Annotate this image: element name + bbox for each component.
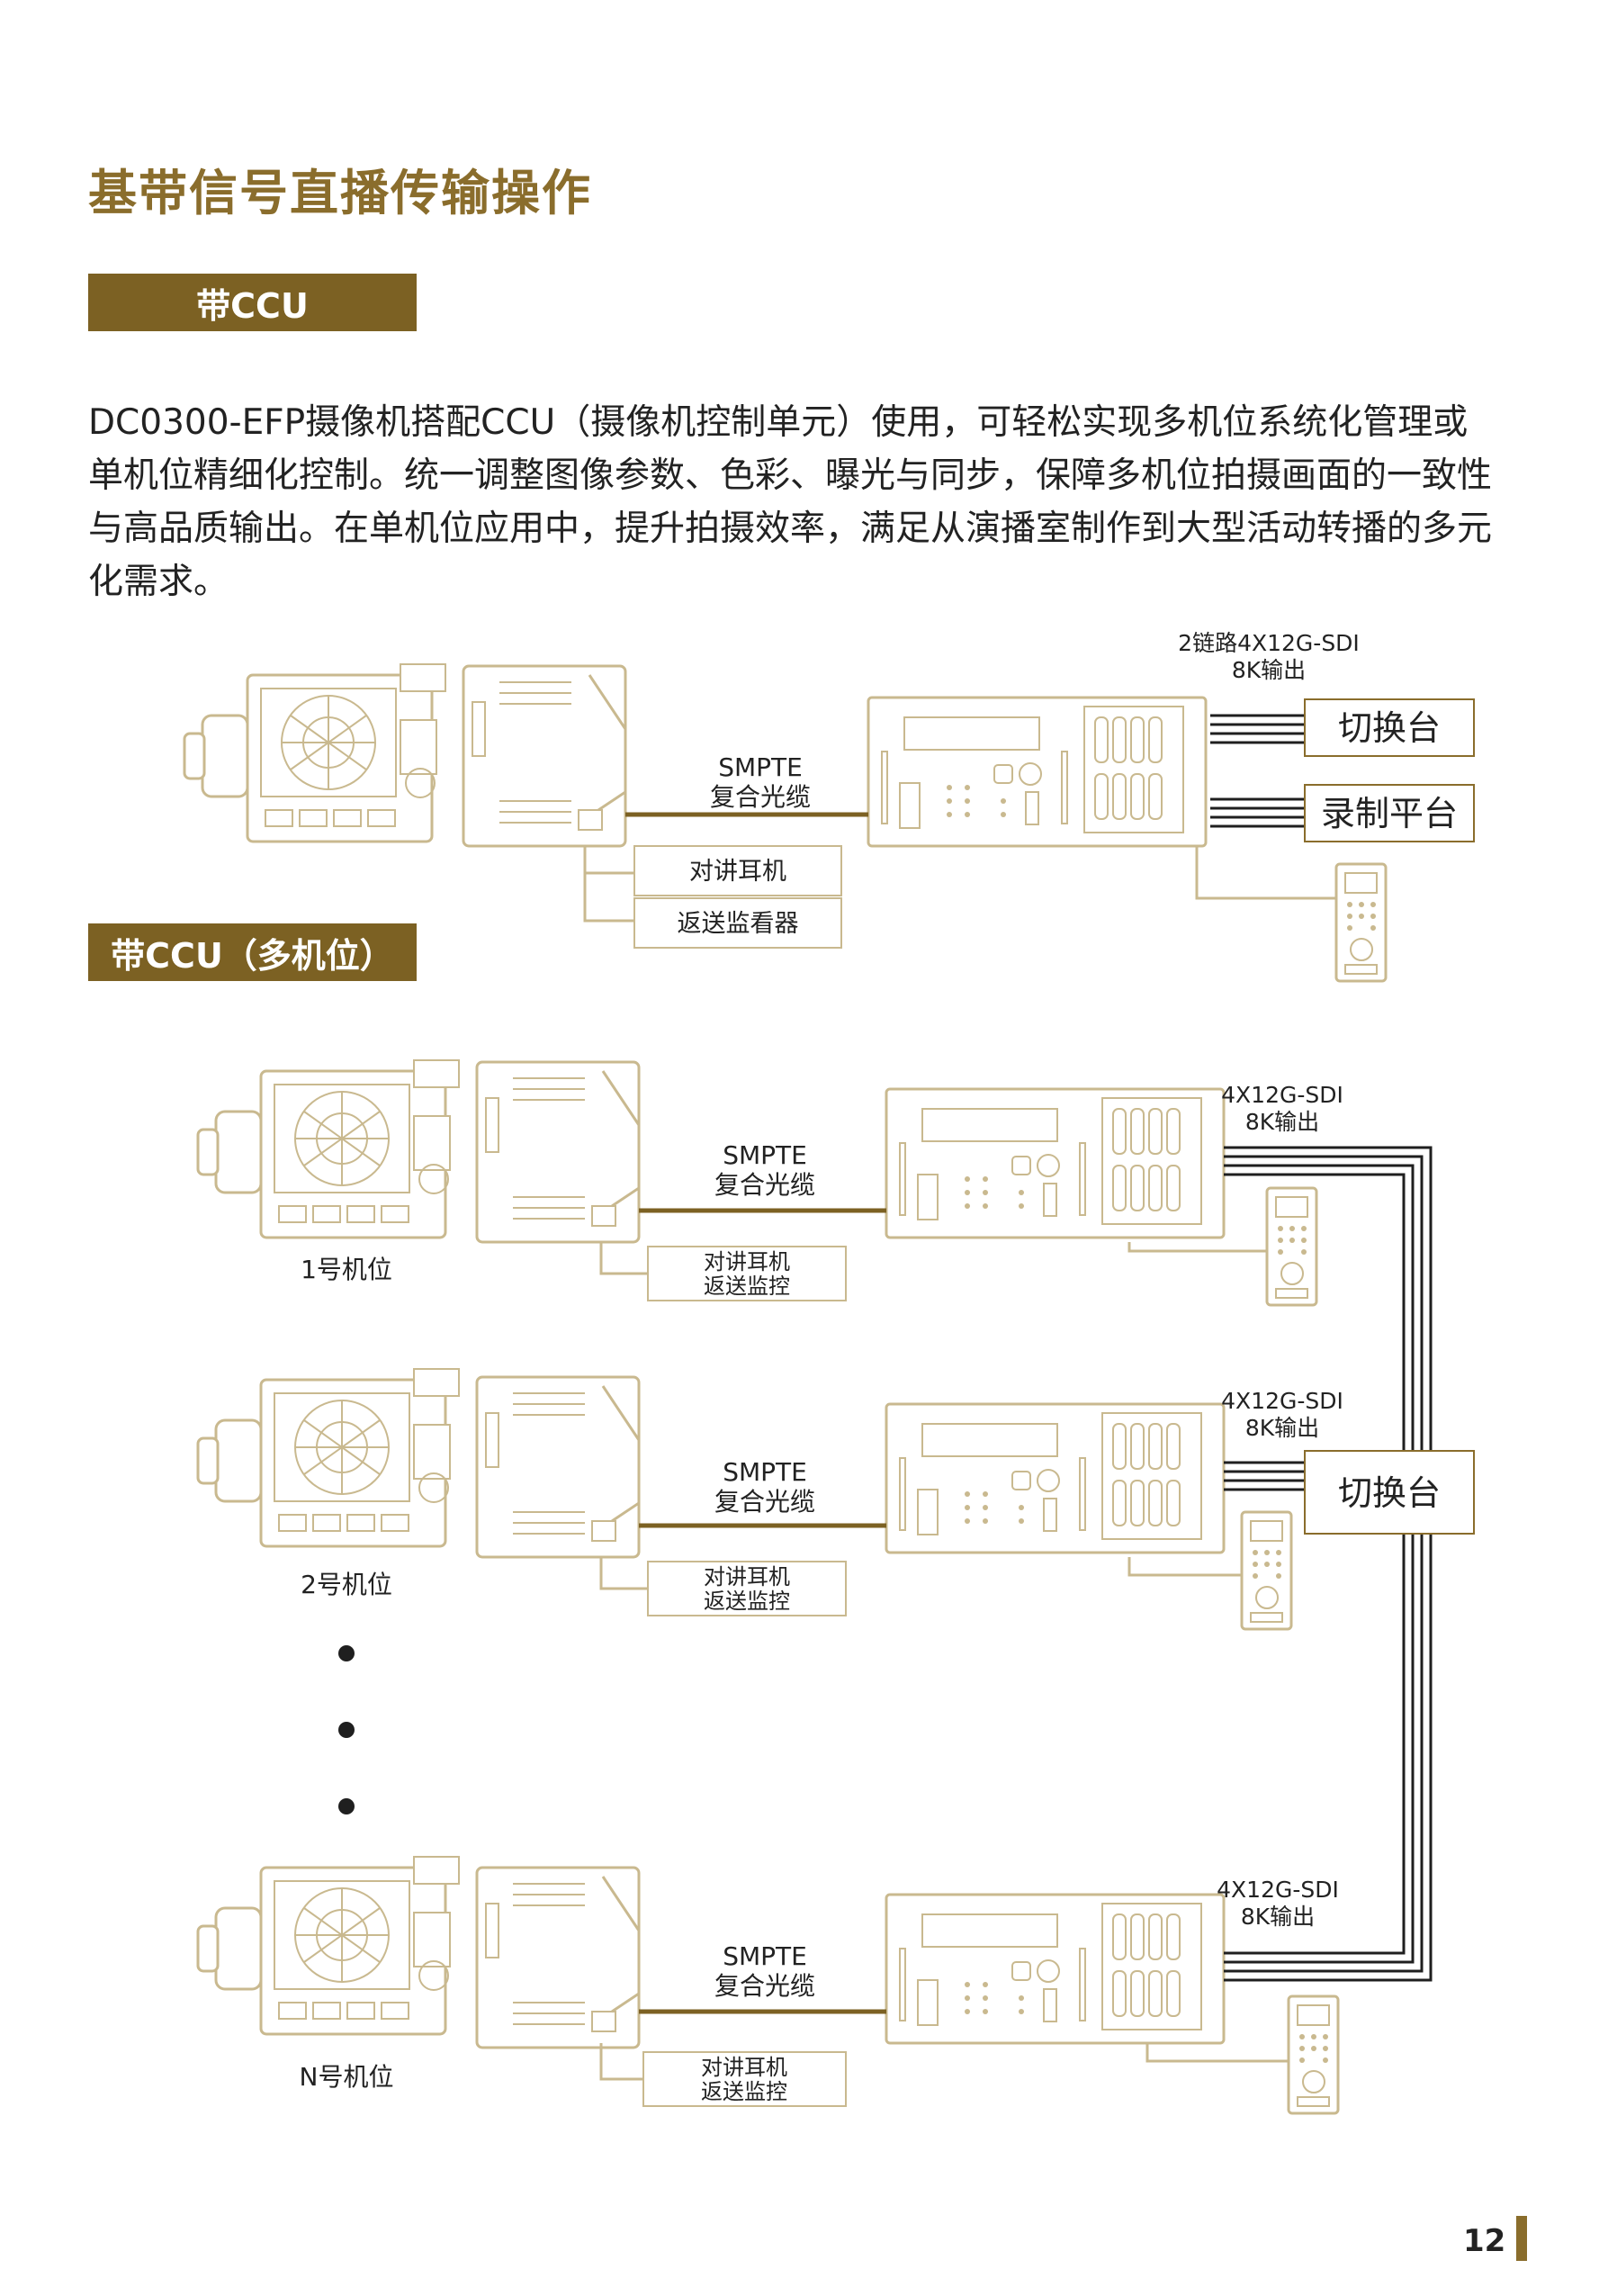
return-monitor-label: 返送监看器 [678, 910, 799, 938]
camera-label: 1号机位 [301, 1255, 392, 1284]
ccu-unit-icon [885, 1087, 1226, 1239]
central-switcher-label: 切换台 [1338, 1473, 1441, 1513]
ellipsis-dot-icon [338, 1798, 355, 1814]
ccu-adapter-icon [475, 1375, 641, 1559]
output-label-8k: 8K输出 [1241, 1904, 1315, 1930]
remote-control-panel-icon [1240, 1510, 1293, 1631]
remote-control-panel-icon [1334, 862, 1388, 983]
cable-label-smpte: SMPTE [723, 1457, 807, 1487]
ccu-adapter-icon [475, 1060, 641, 1244]
return-label: 返送监控 [704, 1589, 790, 1614]
sdi-cable-bundle-1 [1210, 714, 1305, 744]
return-monitor-box [633, 897, 842, 949]
intercom-label: 对讲耳机 [704, 1249, 790, 1274]
page-title: 基带信号直播传输操作 [88, 165, 592, 221]
camera-icon [196, 1855, 461, 2036]
page-number-bar [1516, 2216, 1527, 2261]
intercom-label: 对讲耳机 [701, 2055, 787, 2080]
camera-row-1: SMPTE 复合光缆 对讲耳机 返送监控 1号机位 4X12G-SDI 8K输出 [196, 1058, 1343, 1307]
ccu-adapter-icon [462, 664, 627, 848]
sdi-routing-cables [1224, 1146, 1433, 1982]
output-label-sdi: 4X12G-SDI [1221, 1082, 1343, 1108]
ellipsis-dot-icon [338, 1722, 355, 1738]
remote-control-panel-icon [1265, 1186, 1318, 1307]
cable-label-smpte: SMPTE [723, 1140, 807, 1170]
diagram1: SMPTE 复合光缆 对讲耳机 返送监看器 2链路4X12G-SDI 8K输出 … [183, 630, 1475, 983]
central-switcher-box [1304, 1450, 1475, 1535]
intercom-label: 对讲耳机 [704, 1564, 790, 1589]
cable-label-fiber: 复合光缆 [714, 1487, 815, 1517]
ellipsis-dot-icon [338, 1645, 355, 1661]
recorder-label: 录制平台 [1321, 794, 1458, 833]
intercom-box [647, 1561, 847, 1616]
section-badge-ccu: 带CCU [88, 274, 417, 331]
return-label: 返送监控 [704, 1274, 790, 1299]
sdi-cable-bundle-2 [1210, 797, 1305, 828]
intro-paragraph: DC0300-EFP摄像机搭配CCU（摄像机控制单元）使用，可轻松实现多机位系统… [88, 402, 1493, 602]
intercom-box [642, 2051, 847, 2107]
switcher-box [1304, 698, 1475, 757]
ccu-unit-icon [885, 1402, 1226, 1554]
cable-label-fiber: 复合光缆 [714, 1170, 815, 1200]
camera-row-n: SMPTE 复合光缆 对讲耳机 返送监控 N号机位 4X12G-SDI 8K输出 [196, 1855, 1340, 2115]
camera-icon [183, 662, 447, 843]
recorder-box [1304, 784, 1475, 842]
output-label-8k: 8K输出 [1245, 1415, 1319, 1441]
cable-label-smpte: SMPTE [723, 1941, 807, 1971]
switcher-label: 切换台 [1338, 708, 1441, 748]
return-label: 返送监控 [701, 2079, 787, 2104]
camera-icon [196, 1058, 461, 1239]
ccu-unit-icon [885, 1893, 1226, 2045]
cable-label-fiber: 复合光缆 [710, 782, 811, 812]
section-badge-multicam: 带CCU（多机位） [88, 923, 417, 981]
camera-icon [196, 1367, 461, 1548]
intercom-box [647, 1246, 847, 1301]
ccu-adapter-icon [475, 1866, 641, 2049]
ccu-unit-icon [867, 696, 1208, 848]
output-label-8k: 8K输出 [1232, 657, 1306, 683]
camera-row-2: SMPTE 复合光缆 对讲耳机 返送监控 2号机位 4X12G-SDI 8K输出 [196, 1367, 1343, 1631]
cable-label-fiber: 复合光缆 [714, 1971, 815, 2001]
intercom-label: 对讲耳机 [689, 858, 786, 886]
camera-label: N号机位 [300, 2062, 394, 2092]
intercom-box [633, 845, 842, 896]
remote-control-panel-icon [1287, 1994, 1340, 2115]
cable-label-smpte: SMPTE [718, 752, 803, 782]
output-label-8k: 8K输出 [1245, 1109, 1319, 1135]
output-label-sdi: 4X12G-SDI [1221, 1388, 1343, 1414]
camera-label: 2号机位 [301, 1570, 392, 1599]
output-label-sdi: 4X12G-SDI [1217, 1877, 1339, 1903]
output-label-sdi: 2链路4X12G-SDI [1178, 630, 1360, 656]
page-number: 12 [1463, 2223, 1506, 2259]
